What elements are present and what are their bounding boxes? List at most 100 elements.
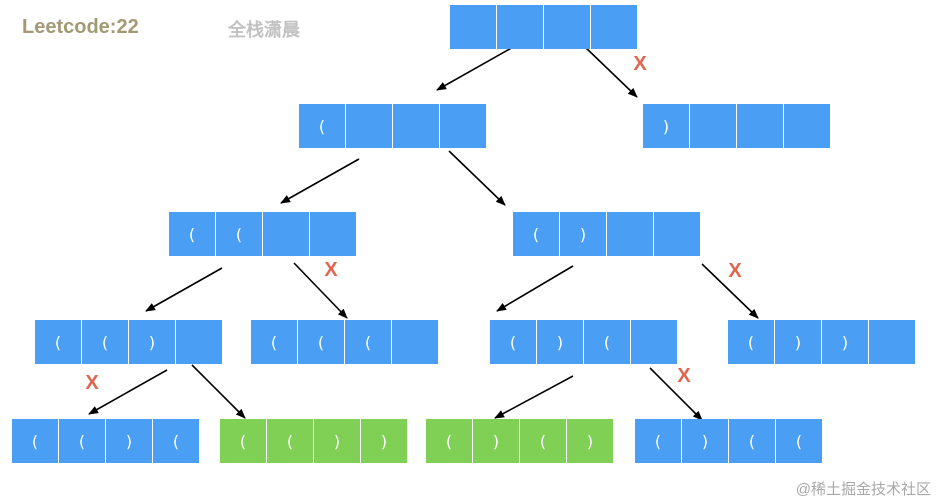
cell-paren: ) [587, 432, 593, 451]
cell-paren: ) [149, 333, 155, 352]
tree-node-n4: () [513, 212, 700, 256]
prune-mark-n6: X [324, 259, 338, 281]
cell-paren: ( [540, 432, 546, 451]
cell-paren: ) [381, 432, 387, 451]
cell-paren: ( [32, 432, 38, 451]
edge-arrow-n3-to-n5 [145, 267, 223, 312]
cell-paren: ) [493, 432, 499, 451]
cell-paren: ( [318, 333, 324, 352]
cell-box [513, 212, 559, 256]
prune-mark-n12: X [677, 365, 691, 387]
cell-box [298, 320, 344, 364]
cell-box [129, 320, 175, 364]
cell-box [345, 320, 391, 364]
edge-arrow-n7-to-n12 [649, 367, 703, 421]
cell-box [392, 320, 438, 364]
cell-box [520, 419, 566, 463]
cell-box [822, 320, 868, 364]
cell-box [251, 320, 297, 364]
cell-paren: ) [580, 225, 586, 244]
edge-arrow-root-to-n1 [436, 45, 516, 91]
edge-arrow-n5-to-n10 [191, 364, 246, 419]
tree-node-n10: ( ()) [220, 419, 407, 463]
cell-paren: ( [655, 432, 661, 451]
cell-paren: ( [796, 432, 802, 451]
cell-box [584, 320, 630, 364]
edge-arrow-n3-to-n6 [293, 262, 348, 319]
tree-node-n7: ()( [490, 320, 677, 364]
cell-box [169, 212, 215, 256]
edge-arrow-n4-to-n8 [701, 263, 759, 319]
cell-box [153, 419, 199, 463]
prune-mark-n9: X [85, 372, 99, 394]
cell-box [631, 320, 677, 364]
cell-box [784, 104, 830, 148]
cell-box [440, 104, 486, 148]
cell-box [393, 104, 439, 148]
cell-paren: ( [287, 432, 293, 451]
cell-paren: ( [55, 333, 61, 352]
cell-paren: ) [663, 117, 669, 136]
cell-paren: ) [334, 432, 340, 451]
tree-node-n12: () ( ( [635, 419, 822, 463]
edge-arrow-n1-to-n4 [448, 150, 506, 206]
cell-box [426, 419, 472, 463]
cell-box [346, 104, 392, 148]
cell-paren: ( [102, 333, 108, 352]
cell-paren: ( [240, 432, 246, 451]
cell-box [560, 212, 606, 256]
edge-arrow-root-to-n2 [583, 45, 638, 98]
cell-paren: ( [236, 225, 242, 244]
cell-box [497, 5, 543, 49]
prune-mark-n2: X [633, 53, 647, 75]
cell-box [775, 320, 821, 364]
cell-box [690, 104, 736, 148]
cell-paren: ) [702, 432, 708, 451]
cell-paren: ( [749, 432, 755, 451]
cell-box [106, 419, 152, 463]
tree-node-root [450, 5, 637, 49]
cell-paren: ) [126, 432, 132, 451]
cell-box [35, 320, 81, 364]
cell-box [310, 212, 356, 256]
tree-node-n5: ( () [35, 320, 222, 364]
cell-paren: ( [173, 432, 179, 451]
prune-mark-n8: X [728, 260, 742, 282]
cell-box [12, 419, 58, 463]
cell-box [544, 5, 590, 49]
edge-arrow-n7-to-n11 [494, 375, 574, 419]
watermark-text: @稀土掘金技术社区 [795, 481, 931, 498]
tree-node-n3: (( [169, 212, 356, 256]
cell-box [299, 104, 345, 148]
cell-paren: ( [604, 333, 610, 352]
cell-box [776, 419, 822, 463]
page-title: Leetcode:22 [22, 16, 139, 38]
cell-box [361, 419, 407, 463]
cell-paren: ( [446, 432, 452, 451]
cell-box [176, 320, 222, 364]
cell-box [607, 212, 653, 256]
cell-box [635, 419, 681, 463]
edges-layer: X X X X X [85, 45, 759, 421]
tree-node-n2: ) [643, 104, 830, 148]
cell-box [59, 419, 105, 463]
cell-box [737, 104, 783, 148]
cell-box [216, 212, 262, 256]
edge-arrow-n4-to-n7 [496, 265, 574, 312]
cell-box [537, 320, 583, 364]
cell-box [682, 419, 728, 463]
cell-paren: ( [748, 333, 754, 352]
cell-box [473, 419, 519, 463]
cell-paren: ( [510, 333, 516, 352]
cell-box [654, 212, 700, 256]
cell-box [267, 419, 313, 463]
cell-box [220, 419, 266, 463]
author-label: 全栈潇晨 [228, 20, 300, 40]
cell-paren: ( [319, 117, 325, 136]
cell-box [263, 212, 309, 256]
tree-node-n1: ( [299, 104, 486, 148]
tree-node-n9: (()( [12, 419, 199, 463]
tree-node-n11: () () [426, 419, 613, 463]
cell-box [314, 419, 360, 463]
